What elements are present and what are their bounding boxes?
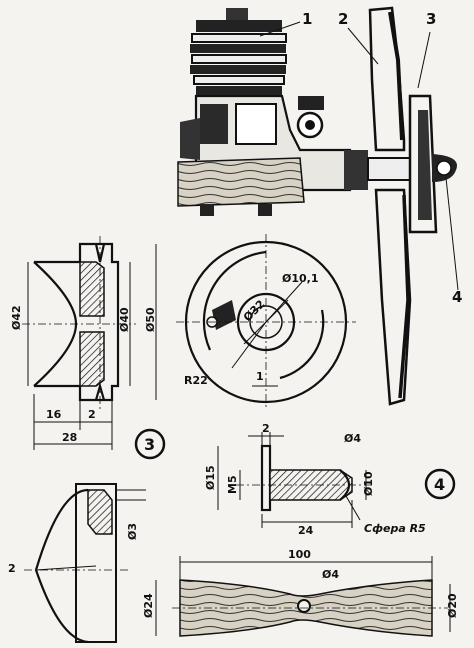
sphere-label: Сфера R5: [364, 522, 426, 535]
dim-w16: 16: [46, 408, 62, 421]
dim-d10-hub: Ø10: [362, 471, 375, 496]
callout-4: 4: [452, 288, 462, 306]
wooden-mount: [177, 157, 305, 207]
spinner-view: Ø3 2: [8, 483, 146, 644]
callout-2: 2: [338, 10, 348, 28]
dim-w2-spinner: 2: [8, 562, 16, 575]
engine-assembly: [177, 8, 457, 234]
dim-w100: 100: [288, 548, 311, 561]
dim-hub-w2: 2: [262, 422, 270, 435]
roller-view: 100 Ø4 Ø24 Ø20: [142, 548, 459, 637]
dim-d4-hub: Ø4: [344, 432, 361, 445]
disc-view: Ø10,1 Ø32 R22 1: [176, 234, 356, 410]
dim-w24: 24: [298, 524, 314, 537]
dim-r22: R22: [184, 374, 208, 387]
dim-w2: 2: [88, 408, 96, 421]
dim-d42: Ø42: [10, 305, 23, 330]
cylinder-head: [190, 8, 287, 96]
dim-w1: 1: [256, 370, 264, 383]
callout-1: 1: [302, 10, 312, 28]
dim-d20: Ø20: [446, 593, 459, 618]
dim-m5: M5: [226, 475, 239, 494]
part-number-3: 3: [144, 435, 155, 454]
pulley-view: Ø42 Ø40 Ø50 16 2 28 3: [10, 236, 166, 460]
callouts: 1 2 3 4: [259, 10, 462, 306]
hub-view: 2 Ø15 M5 Ø10 Ø4 24 Сфера R5 4: [204, 422, 456, 537]
callout-3: 3: [426, 10, 436, 28]
dim-d40: Ø40: [118, 307, 131, 332]
dim-d15: Ø15: [204, 465, 217, 490]
dim-d3: Ø3: [126, 523, 139, 540]
dim-w28: 28: [62, 431, 77, 444]
dim-d4-roller: Ø4: [322, 568, 339, 581]
propeller: [368, 6, 412, 406]
dim-d50: Ø50: [144, 307, 157, 332]
part-number-4: 4: [434, 475, 445, 494]
dim-d24: Ø24: [142, 593, 155, 618]
dim-d10: Ø10,1: [282, 272, 319, 285]
